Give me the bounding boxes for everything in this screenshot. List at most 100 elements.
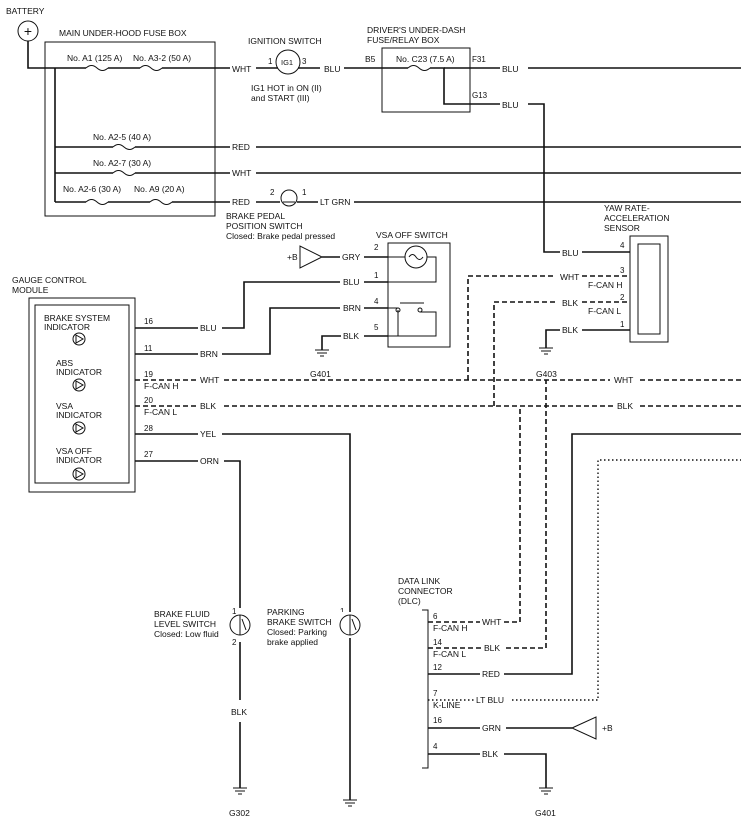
gcm-pin20: 20 bbox=[144, 396, 153, 405]
wire-label-brn-gcm: BRN bbox=[200, 349, 218, 359]
yaw-f-can-h: F-CAN H bbox=[588, 280, 622, 290]
dlc-f-can-h: F-CAN H bbox=[433, 623, 467, 633]
wire-label-red-a2-5: RED bbox=[232, 142, 250, 152]
vsa-off-switch-title: VSA OFF SWITCH bbox=[376, 230, 448, 240]
battery-label: BATTERY bbox=[6, 6, 45, 16]
dlc-pin16: 16 bbox=[433, 716, 442, 725]
wire-label-blu-f31: BLU bbox=[502, 64, 519, 74]
vsa-indicator-icon bbox=[72, 421, 86, 435]
brake-fluid-title-2: LEVEL SWITCH bbox=[154, 619, 216, 629]
wire-label-red-a9: RED bbox=[232, 197, 250, 207]
dlc-supply-arrow-icon bbox=[570, 716, 597, 740]
fuse-a2-6-label: No. A2-6 (30 A) bbox=[63, 184, 121, 194]
wire-label-wht-a2-7: WHT bbox=[232, 168, 251, 178]
g401-upper-ground-icon bbox=[315, 349, 329, 357]
fuse-a1-icon bbox=[85, 65, 109, 71]
parking-title-1: PARKING bbox=[267, 607, 305, 617]
wire-label-wht-yaw: WHT bbox=[560, 272, 579, 282]
yaw-title-1: YAW RATE- bbox=[604, 203, 650, 213]
gcm-brake-ind-1: BRAKE SYSTEM bbox=[44, 313, 110, 323]
wire-label-blk-g401: BLK bbox=[482, 749, 498, 759]
yaw-pin4: 4 bbox=[620, 241, 625, 250]
yaw-title-3: SENSOR bbox=[604, 223, 640, 233]
brake-pedal-note: Closed: Brake pedal pressed bbox=[226, 231, 335, 241]
wire-label-blk-dlc: BLK bbox=[484, 643, 500, 653]
gcm-brake-ind-2: INDICATOR bbox=[44, 322, 90, 332]
vsa-off-pin2: 2 bbox=[374, 243, 379, 252]
ignition-switch-icon bbox=[275, 49, 301, 75]
main-fuse-box: MAIN UNDER-HOOD FUSE BOX No. A1 (125 A) … bbox=[44, 28, 230, 217]
wire-label-blk-yaw: BLK bbox=[562, 298, 578, 308]
g302-ground-icon bbox=[233, 787, 247, 795]
brake-pedal-title-1: BRAKE PEDAL bbox=[226, 211, 285, 221]
g401-lower-ground-icon bbox=[539, 787, 553, 795]
dlc-supply-label: +B bbox=[602, 723, 613, 733]
gcm-pin16: 16 bbox=[144, 317, 153, 326]
main-fuse-box-title: MAIN UNDER-HOOD FUSE BOX bbox=[59, 28, 187, 38]
gcm-vsa-ind-2: INDICATOR bbox=[56, 410, 102, 420]
dlc-pin7: 7 bbox=[433, 689, 438, 698]
ground-g401-upper: G401 bbox=[310, 369, 331, 379]
wire-label-gry: GRY bbox=[342, 252, 361, 262]
ignition-note-line2: and START (III) bbox=[251, 93, 310, 103]
yaw-pin1: 1 bbox=[620, 320, 625, 329]
fuse-a3-2-label: No. A3-2 (50 A) bbox=[133, 53, 191, 63]
gcm-wires: BLU BLU BRN BRN WHT WHT BLK BLK YEL ORN bbox=[135, 277, 741, 800]
yaw-rate-sensor: YAW RATE- ACCELERATION SENSOR BLU 4 3 2 … bbox=[467, 203, 670, 406]
brake-system-indicator-icon bbox=[72, 332, 86, 346]
ignition-pin1: 1 bbox=[268, 57, 273, 66]
dash-pin-f31: F31 bbox=[472, 55, 486, 64]
vsa-supply-label: +B bbox=[287, 252, 298, 262]
dlc-pin14: 14 bbox=[433, 638, 442, 647]
brake-pedal-title-2: POSITION SWITCH bbox=[226, 221, 303, 231]
wire-label-blu-yaw: BLU bbox=[562, 248, 579, 258]
wire-label-blk-yaw-gnd: BLK bbox=[562, 325, 578, 335]
brake-pedal-pin2: 2 bbox=[270, 188, 275, 197]
gcm-outline bbox=[28, 297, 136, 493]
yaw-pin3: 3 bbox=[620, 266, 625, 275]
dlc-title-2: CONNECTOR bbox=[398, 586, 453, 596]
fuse-c23-icon bbox=[407, 65, 431, 71]
yaw-sensor-outline bbox=[629, 235, 669, 343]
fuse-c23-label: No. C23 (7.5 A) bbox=[396, 54, 455, 64]
gcm-pin19: 19 bbox=[144, 370, 153, 379]
parking-note-1: Closed: Parking bbox=[267, 627, 327, 637]
fuse-a3-2-icon bbox=[139, 65, 163, 71]
wire-label-wht-can-h-right: WHT bbox=[614, 375, 633, 385]
wire-label-orn: ORN bbox=[200, 456, 219, 466]
fuse-a2-7-icon bbox=[112, 170, 136, 176]
fuse-output-wires: RED WHT RED bbox=[232, 142, 741, 207]
yaw-can-h-wire bbox=[467, 275, 630, 380]
dlc-pin6: 6 bbox=[433, 612, 438, 621]
fuse-a9-icon bbox=[149, 199, 173, 205]
vsa-off-switch-outline bbox=[387, 242, 451, 348]
fuse-a2-7-label: No. A2-7 (30 A) bbox=[93, 158, 151, 168]
gcm-vsa-ind-1: VSA bbox=[56, 401, 73, 411]
dlc-pin12: 12 bbox=[433, 663, 442, 672]
gcm-abs-ind-1: ABS bbox=[56, 358, 73, 368]
battery-plus-icon: + bbox=[24, 23, 32, 39]
wire-label-ltblu: LT BLU bbox=[476, 695, 504, 705]
gcm-f-can-h: F-CAN H bbox=[144, 381, 178, 391]
ignition-switch: IGNITION SWITCH WHT IG1 1 3 BLU IG1 HOT … bbox=[232, 36, 382, 103]
gcm-vsaoff-ind-2: INDICATOR bbox=[56, 455, 102, 465]
wire-label-wht-can-h: WHT bbox=[200, 375, 219, 385]
wire-label-blu-gcm: BLU bbox=[200, 323, 217, 333]
wire-label-blu-ign: BLU bbox=[324, 64, 341, 74]
fuse-a2-5-label: No. A2-5 (40 A) bbox=[93, 132, 151, 142]
brake-fluid-switch: BRAKE FLUID LEVEL SWITCH Closed: Low flu… bbox=[154, 607, 251, 818]
brake-fluid-pin2: 2 bbox=[232, 638, 237, 647]
main-fuse-box-outline bbox=[44, 41, 216, 217]
dlc-k-line: K-LINE bbox=[433, 700, 461, 710]
data-link-connector: DATA LINK CONNECTOR (DLC) 6 F-CAN H WHT … bbox=[398, 380, 741, 818]
dlc-can-l-wire bbox=[428, 380, 547, 649]
gcm-vsaoff-ind-1: VSA OFF bbox=[56, 446, 92, 456]
wire-label-wht-dlc: WHT bbox=[482, 617, 501, 627]
vsa-off-lamp-icon bbox=[404, 245, 428, 269]
gcm-pin28: 28 bbox=[144, 424, 153, 433]
wire-label-brn-vsa: BRN bbox=[343, 303, 361, 313]
fuse-a2-5-icon bbox=[112, 144, 136, 150]
yaw-can-l-wire bbox=[493, 301, 630, 406]
wire-label-red-dlc: RED bbox=[482, 669, 500, 679]
